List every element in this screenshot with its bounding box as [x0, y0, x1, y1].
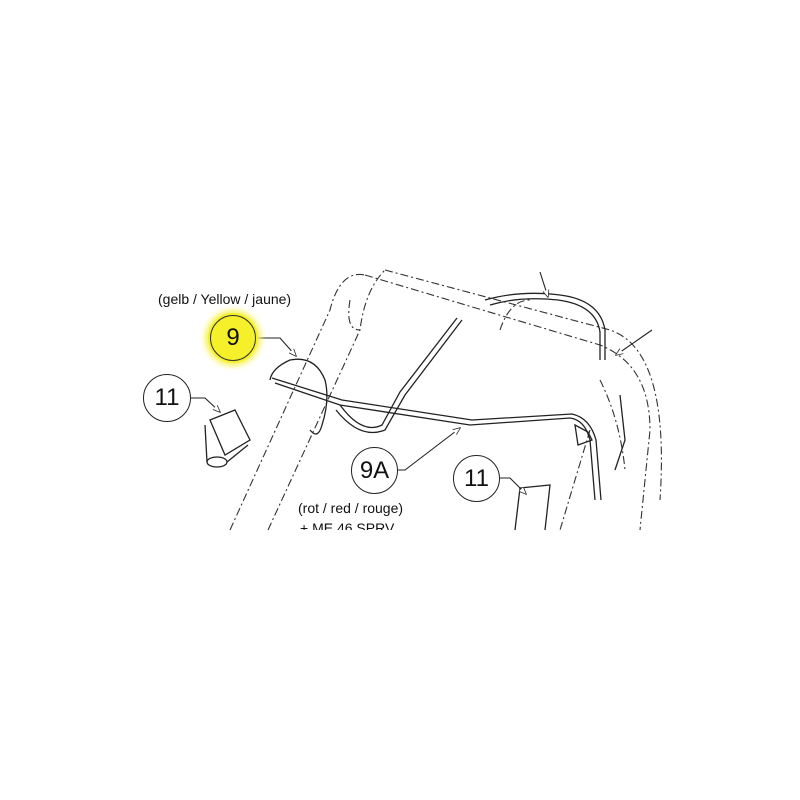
- hose-assembly: [269, 292, 626, 501]
- clip-part: [204, 409, 551, 531]
- callout-11-right: 11: [453, 455, 500, 502]
- callout-11-left: 11: [143, 374, 191, 422]
- callout-9: 9: [208, 313, 258, 363]
- callout-9a: 9A: [351, 447, 398, 494]
- callout-9-label: 9: [210, 315, 256, 361]
- leader-lines: [191, 271, 653, 494]
- cut-off-note: + ME 46 SPRV: [300, 520, 395, 530]
- yellow-color-note: (gelb / Yellow / jaune): [158, 291, 292, 307]
- cut-off-note-container: + ME 46 SPRV: [290, 518, 430, 530]
- frame-outline: [229, 269, 662, 531]
- red-color-note: (rot / red / rouge): [298, 500, 404, 516]
